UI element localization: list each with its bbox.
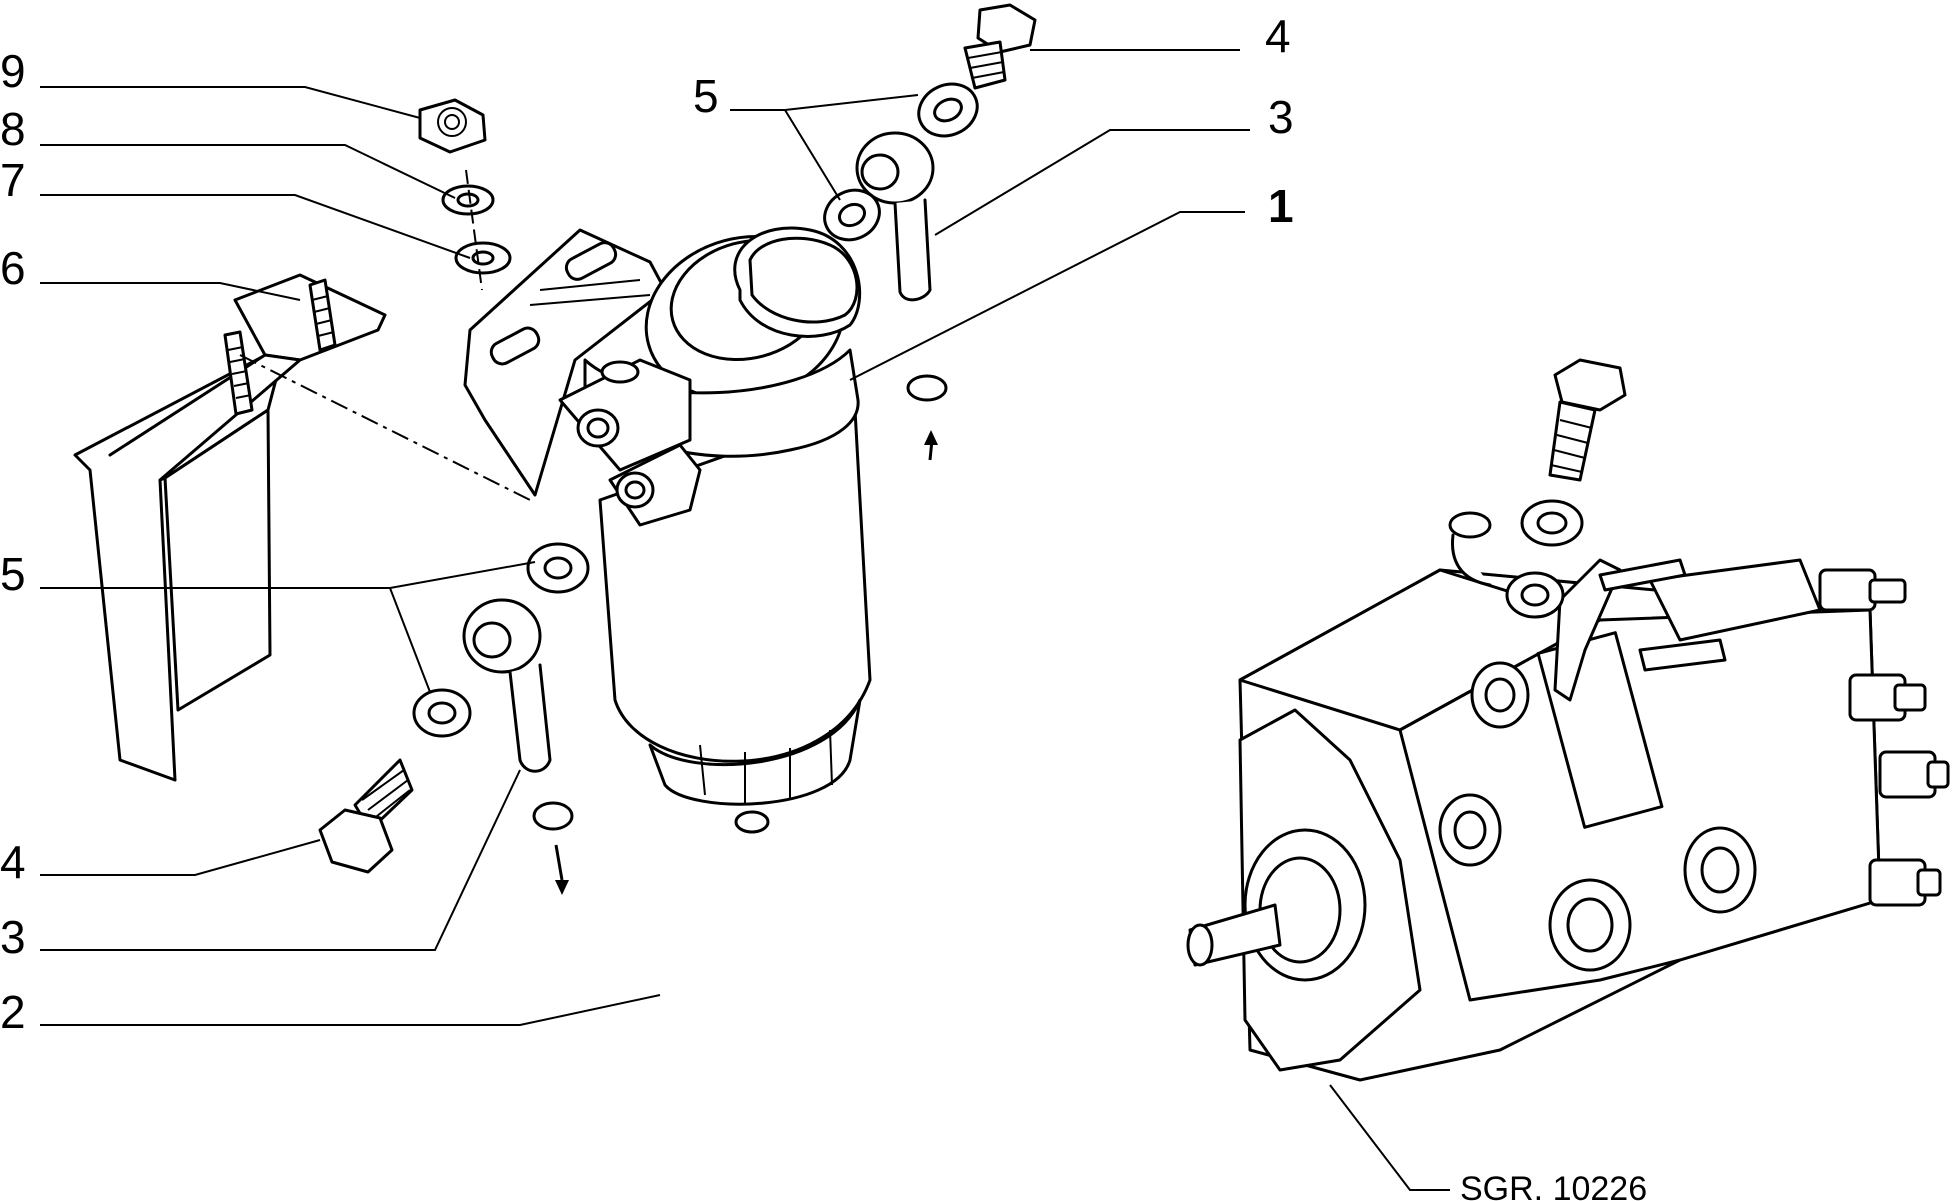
callout-8: 8: [0, 103, 26, 155]
bolt-part-4-top: [963, 3, 1037, 90]
callout-3-bottom: 3: [0, 911, 26, 963]
callout-3-top: 3: [1268, 91, 1294, 143]
washer-part-5-top-a: [917, 82, 979, 138]
washer-part-7: [454, 241, 512, 275]
pump-washer: [1520, 499, 1584, 547]
pump-bolt: [1548, 358, 1627, 482]
callout-5-left: 5: [0, 548, 26, 600]
fuel-hose-part-2: [532, 303, 1490, 978]
washer-part-8: [441, 184, 495, 216]
callout-7: 7: [0, 154, 26, 206]
injection-pump: [1186, 358, 1950, 1082]
callout-6: 6: [0, 242, 26, 294]
banjo-fitting-part-3-top: [855, 131, 935, 302]
filter-ports: [558, 358, 702, 527]
bracket-part-6: [73, 273, 531, 782]
callout-4-top: 4: [1265, 10, 1291, 62]
banjo-fitting-part-3-bottom: [462, 598, 552, 773]
callout-5-top: 5: [693, 70, 719, 122]
washer-part-5-left-b: [412, 688, 472, 738]
washer-part-5-top-b: [823, 188, 881, 242]
washer-part-5-left-a: [526, 542, 590, 594]
leader-lines: [40, 49, 1450, 1191]
drawing-reference: SGR. 10226: [1460, 1170, 1647, 1201]
bolt-part-4-bottom: [318, 758, 414, 874]
hose-segment-top: [906, 374, 997, 507]
callout-2: 2: [0, 986, 26, 1038]
callout-4-bottom: 4: [0, 836, 26, 888]
pump-outlet-fittings: [1818, 568, 1950, 907]
callout-9: 9: [0, 45, 26, 97]
callout-1: 1: [1268, 180, 1294, 232]
bracket-stud-right: [308, 278, 337, 352]
fuel-filter-part-1: [463, 226, 872, 834]
nut-part-9: [418, 98, 487, 154]
bracket-stud-left: [223, 330, 254, 416]
